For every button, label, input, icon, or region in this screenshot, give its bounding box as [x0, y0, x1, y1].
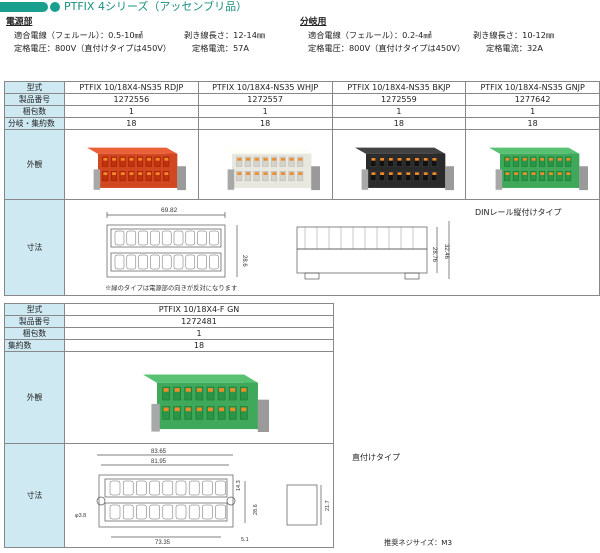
power-voltage: 定格電圧：800V（直付けタイプは450V）	[14, 43, 172, 53]
aggregate-fgn: 18	[64, 339, 334, 352]
label-model: 型式	[4, 81, 65, 94]
part-gn: 1277642	[465, 93, 600, 106]
product-table-2: 型式 PTFIX 10/18X4-F GN 製品番号 1272481 梱包数 1…	[4, 303, 334, 548]
dimension-drawing-1: 69.82 28.6 ※緑のタイプは電源部の向きが反対になります 28.76 3…	[64, 199, 600, 296]
part-fgn: 1272481	[64, 315, 334, 328]
dim-d3-label: 21.7	[325, 500, 331, 511]
pack-fgn: 1	[64, 327, 334, 340]
label-appearance: 外観	[4, 129, 65, 200]
branch-spec: 分岐用 適合電線（フェルール）：0.2-4㎟ 剥き線長さ：10-12㎜ 定格電圧：…	[300, 16, 600, 55]
dim-d2-label: 28.6	[253, 504, 259, 515]
dimension-drawing-2: 83.65 81.95 14.3 28.6 21.7 73.35 φ3.8 5.…	[64, 443, 334, 548]
dim-side-label: 5.1	[241, 537, 249, 543]
dim-h1-label: 28.76	[431, 247, 437, 263]
page-header: PTFIX 4シリーズ（アッセンブリ品）	[0, 0, 600, 16]
pack-gn: 1	[465, 105, 600, 118]
power-wire: 適合電線（フェルール）：0.5-10㎟	[14, 30, 143, 40]
branch-strip: 剥き線長さ：10-12㎜	[473, 30, 555, 40]
dim-w1-label: 83.65	[151, 449, 167, 455]
dim-h2-label: 32.46	[443, 244, 449, 260]
branch-voltage: 定格電圧：800V（直付けタイプは450V）	[308, 43, 466, 53]
part-rd: 1272556	[64, 93, 199, 106]
dim-bottom-label: 73.35	[155, 540, 171, 546]
part-wh: 1272557	[197, 93, 333, 106]
screw-label: 推奨ネジサイズ：M3	[384, 538, 453, 547]
direct-label: 直付けタイプ	[352, 453, 400, 462]
label-dimensions: 寸法	[4, 199, 65, 296]
model-rd: PTFIX 10/18X4-NS35 RDJP	[64, 81, 199, 94]
header-bar	[0, 2, 48, 12]
label-part-2: 製品番号	[4, 315, 65, 328]
appearance-bk	[331, 129, 467, 200]
branch-current: 定格電流：32A	[486, 43, 543, 53]
branches-gn: 18	[465, 117, 600, 130]
dim-width-label: 69.82	[161, 207, 178, 214]
dim-w2-label: 81.95	[151, 459, 167, 465]
appearance-gn	[465, 129, 600, 200]
branches-wh: 18	[197, 117, 333, 130]
drawing-svg-2: 83.65 81.95 14.3 28.6 21.7 73.35 φ3.8 5.…	[75, 449, 331, 546]
power-strip: 剥き線長さ：12-14㎜	[184, 30, 266, 40]
product-table-1: 型式 PTFIX 10/18X4-NS35 RDJP PTFIX 10/18X4…	[4, 81, 600, 296]
power-spec: 電源部 適合電線（フェルール）：0.5-10㎟ 剥き線長さ：12-14㎜ 定格電圧…	[6, 16, 296, 55]
label-pack: 梱包数	[4, 105, 65, 118]
part-bk: 1272559	[331, 93, 467, 106]
label-appearance-2: 外観	[4, 351, 65, 444]
label-part: 製品番号	[4, 93, 65, 106]
bullet-icon	[50, 2, 60, 12]
pack-wh: 1	[197, 105, 333, 118]
product-image-red	[87, 147, 187, 190]
dim-depth-label: 28.6	[241, 255, 247, 267]
dim-d1-label: 14.3	[236, 480, 242, 491]
drawing-note: ※緑のタイプは電源部の向きが反対になります	[105, 283, 237, 292]
branch-heading: 分岐用	[300, 17, 327, 27]
product-image-black	[354, 147, 454, 190]
appearance-wh	[197, 129, 333, 200]
branches-bk: 18	[331, 117, 467, 130]
label-model-2: 型式	[4, 303, 65, 316]
product-image-white	[221, 147, 321, 190]
model-wh: PTFIX 10/18X4-NS35 WHJP	[197, 81, 333, 94]
page-title: PTFIX 4シリーズ（アッセンブリ品）	[64, 0, 248, 13]
appearance-rd	[64, 129, 199, 200]
power-heading: 電源部	[6, 17, 33, 27]
product-image-green	[488, 147, 588, 190]
model-gn: PTFIX 10/18X4-NS35 GNJP	[465, 81, 600, 94]
label-aggregate: 集約数	[4, 339, 65, 352]
branches-rd: 18	[64, 117, 199, 130]
label-dimensions-2: 寸法	[4, 443, 65, 548]
label-branches: 分岐・集約数	[4, 117, 65, 130]
power-current: 定格電流：57A	[192, 43, 249, 53]
model-fgn: PTFIX 10/18X4-F GN	[64, 303, 334, 316]
product-image-green-direct	[143, 373, 269, 432]
branch-wire: 適合電線（フェルール）：0.2-4㎟	[308, 30, 432, 40]
model-bk: PTFIX 10/18X4-NS35 BKJP	[331, 81, 467, 94]
label-pack-2: 梱包数	[4, 327, 65, 340]
dim-hole-label: φ3.8	[75, 513, 86, 519]
drawing-svg-1: 69.82 28.6 ※緑のタイプは電源部の向きが反対になります 28.76 3…	[105, 207, 562, 292]
appearance-fgn	[64, 351, 334, 444]
din-label: DINレール縦付けタイプ	[475, 207, 562, 217]
pack-rd: 1	[64, 105, 199, 118]
pack-bk: 1	[331, 105, 467, 118]
